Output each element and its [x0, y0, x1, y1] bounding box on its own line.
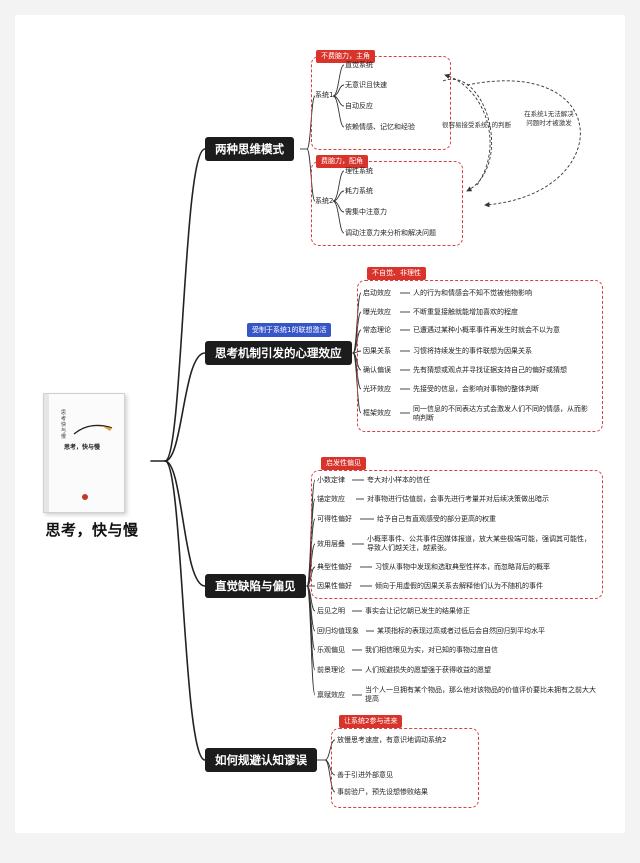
bias-name: 可得性偏好 [317, 515, 352, 523]
effect-name: 曝光效应 [363, 308, 391, 316]
bias-desc: 某项指标的表现过高或者过低后会自然回归到平均水平 [377, 627, 545, 635]
bias-desc: 夸大对小样本的信任 [367, 476, 430, 484]
note-system2-activation: 在系统1无法解决问题时才被激发 [524, 110, 574, 127]
bias-desc: 习惯从事物中发现和选取典型性样本，而忽略背后的概率 [375, 563, 550, 571]
mind-map-canvas: 思考快与慢 思考，快与慢 思考，快与慢 两种思维模式 不费脑力，主角 系统1 直… [15, 15, 625, 833]
psych-effects-tag: 不自觉、非理性 [367, 267, 426, 280]
effect-name: 确认偏误 [363, 366, 391, 374]
book-cover-title: 思考，快与慢 [64, 444, 101, 451]
strategy-item: 放慢思考速度，有意识地调动系统2 [337, 736, 447, 744]
system1-tag: 不费脑力，主角 [316, 50, 375, 63]
effect-desc: 不断重复接触就能增加喜欢的程度 [413, 308, 518, 316]
branch-psychological-effects[interactable]: 思考机制引发的心理效应 [205, 341, 352, 365]
heuristic-bias-tag: 启发性偏见 [321, 457, 366, 470]
note-accept-system1: 很容易接受系统1的判断 [442, 121, 512, 129]
book-title: 思考，快与慢 [45, 521, 139, 539]
effect-name: 启动效应 [363, 289, 391, 297]
system2-item: 耗力系统 [345, 187, 373, 195]
bias-name: 典型性偏好 [317, 563, 352, 571]
strategy-item: 事前验尸，预先设想惨败结果 [337, 788, 428, 796]
system2-item: 调动注意力来分析和解决问题 [345, 229, 436, 237]
system2-item: 需集中注意力 [345, 208, 387, 216]
bias-name: 回归均值现象 [317, 627, 359, 635]
bias-desc: 对事物进行估值前，会事先进行考量并对后续决策做出暗示 [367, 495, 549, 503]
effect-name: 框架效应 [363, 409, 391, 417]
system2-involve-box [331, 728, 479, 808]
system1-item: 自动反应 [345, 102, 373, 110]
book-cover-image: 思考快与慢 思考，快与慢 [43, 393, 125, 513]
bias-name: 锚定效应 [317, 495, 345, 503]
strategy-item: 善于引进外部意见 [337, 771, 393, 779]
effect-desc: 已遭遇过某种小概率事件再发生时就会不以为意 [413, 326, 560, 334]
bias-desc: 当个人一旦拥有某个物品，那么他对该物品的价值评价要比未拥有之前大大提高 [365, 686, 596, 703]
effect-name: 因果关系 [363, 347, 391, 355]
bias-name: 后见之明 [317, 607, 345, 615]
branch-intuition-biases[interactable]: 直觉缺陷与偏见 [205, 574, 306, 598]
bias-name: 小数定律 [317, 476, 345, 484]
heuristic-bias-box [311, 470, 603, 599]
system1-box [311, 56, 451, 150]
branch-avoid-fallacies[interactable]: 如何规避认知谬误 [205, 748, 317, 772]
system1-label: 系统1 [315, 91, 334, 99]
association-activation-tag: 受制于系统1的联想激活 [247, 323, 332, 337]
publisher-logo-icon [82, 494, 88, 500]
effect-name: 常态理论 [363, 326, 391, 334]
bias-name: 因果性偏好 [317, 582, 352, 590]
effect-desc: 人的行为和情感会不知不觉被他物影响 [413, 289, 532, 297]
system1-item: 无意识且快速 [345, 81, 387, 89]
bias-desc: 我们相信眼见为实，对已知的事物过度自信 [365, 646, 498, 654]
effect-desc: 先接受的信息，会影响对事物的整体判断 [413, 385, 539, 393]
book-cover-vertical-title: 思考快与慢 [61, 410, 67, 440]
bias-desc: 事实会让记忆朝已发生的结果修正 [365, 607, 470, 615]
system2-box [311, 161, 463, 246]
bias-desc: 小概率事件、公共事件因媒体报道，放大某些极端可能，强调其可能性，导致人们越关注，… [367, 535, 591, 552]
system1-item: 直觉系统 [345, 61, 373, 69]
effect-desc: 先有猜想或观点并寻找证据支持自己的偏好或猜想 [413, 366, 567, 374]
bias-name: 前景理论 [317, 666, 345, 674]
psych-effects-box [357, 280, 603, 432]
pencil-illustration [73, 424, 113, 435]
bias-name: 乐观偏见 [317, 646, 345, 654]
system2-involve-tag: 让系统2参与进来 [339, 715, 403, 728]
bias-name: 禀赋效应 [317, 691, 345, 699]
system2-tag: 费脑力，配角 [316, 155, 368, 168]
bias-desc: 倾向于用虚假的因果关系去解释他们认为不随机的事件 [375, 582, 543, 590]
branch-two-thinking-modes[interactable]: 两种思维模式 [205, 137, 294, 161]
bias-name: 效用层叠 [317, 540, 345, 548]
system1-item: 依赖情感、记忆和经验 [345, 123, 415, 131]
effect-desc: 同一信息的不同表达方式会激发人们不同的情感，从而影响判断 [413, 405, 588, 422]
effect-name: 光环效应 [363, 385, 391, 393]
bias-desc: 给予自己有直观感受的部分更高的权重 [377, 515, 496, 523]
system2-item: 理性系统 [345, 167, 373, 175]
book-spine [44, 394, 49, 512]
bias-desc: 人们规避损失的愿望强于获得收益的愿望 [365, 666, 491, 674]
system2-label: 系统2 [315, 197, 334, 205]
effect-desc: 习惯将持续发生的事件联想为因果关系 [413, 347, 532, 355]
